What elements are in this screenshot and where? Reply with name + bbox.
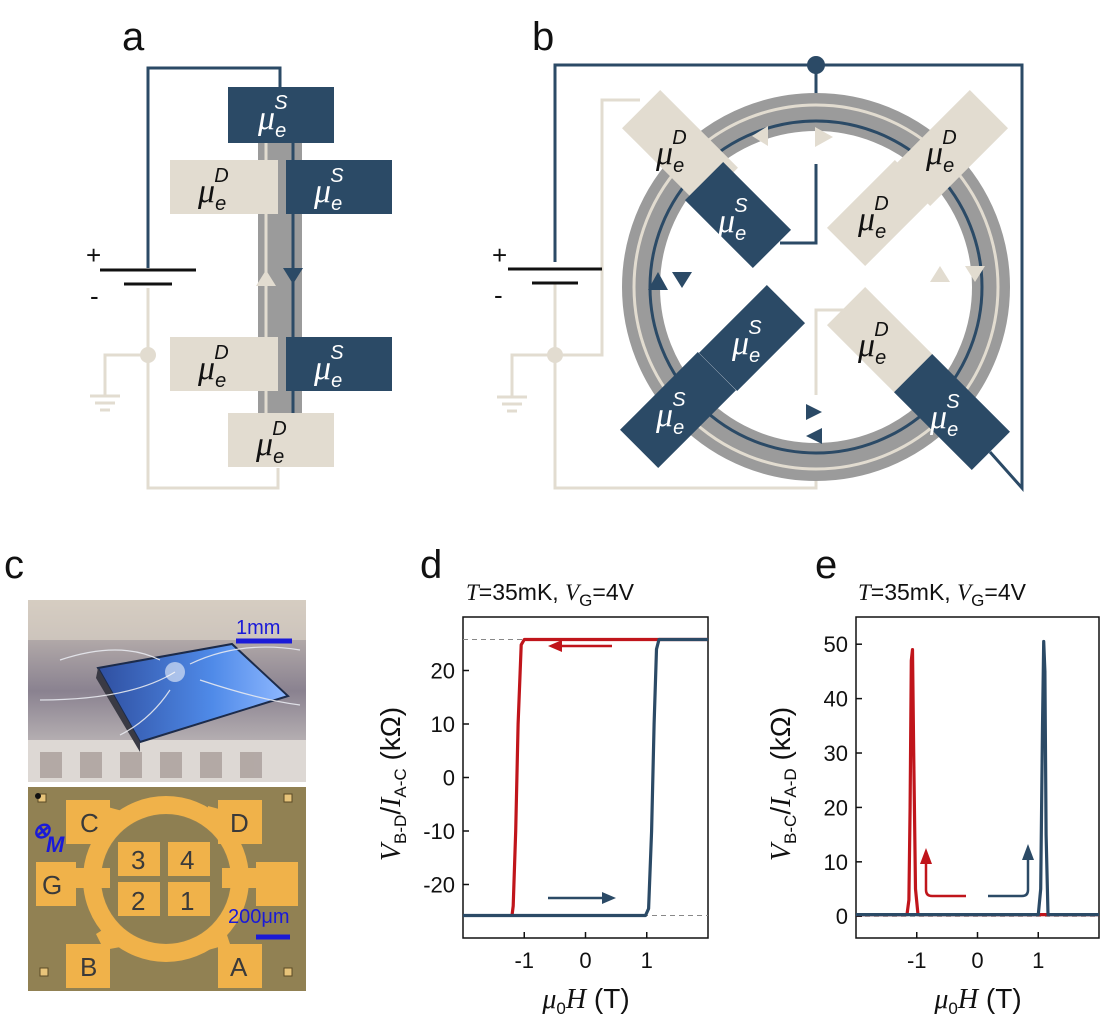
panel-b: b + -: [492, 15, 1024, 492]
panel-label-c: c: [4, 543, 24, 587]
chart-d-title: T=35mK, VG=4V: [466, 579, 635, 610]
panel-label-d: d: [420, 543, 442, 587]
wire-ground: [103, 288, 280, 490]
e-ytick-label-2: 30: [824, 741, 848, 766]
d-ytick-label-4: -20: [423, 873, 455, 898]
ground-symbol: [90, 394, 120, 412]
photo-device: C D G B A 3 4 2 1 ⊗ M 200μm: [28, 787, 306, 991]
battery-b: + -: [492, 240, 602, 310]
d-xtick-label-2: 1: [641, 948, 653, 973]
pad-right: [256, 862, 298, 906]
contact-2: 2: [131, 886, 145, 916]
ground-node: [140, 347, 156, 363]
edge-arrow-down: [283, 268, 303, 284]
chart-e: e T=35mK, VG=4V -1 0 1 50 40 30 20 10 0 VB-C/IA-…: [765, 543, 1100, 1018]
contact-4: 4: [180, 845, 194, 875]
edge-arrow-up: [256, 270, 276, 286]
contact-B: B: [80, 952, 97, 982]
panel-c: c 1mm: [4, 543, 306, 991]
scale-label-bottom: 200μm: [228, 906, 290, 928]
chart-d-xlabel: μ0H (T): [541, 983, 629, 1018]
electrode-drain-bottom: [228, 413, 334, 468]
contact-C: C: [80, 808, 99, 838]
e-series-up: [856, 639, 1099, 917]
magnetization-symbol: ⊗: [32, 818, 51, 843]
d-xtick-label-0: -1: [514, 948, 534, 973]
d-ytick-label-1: 10: [431, 712, 455, 737]
electrode-source-right-top: [286, 160, 392, 215]
pad-G: [36, 862, 76, 906]
e-xtick-label-0: -1: [907, 948, 927, 973]
contact-D: D: [230, 808, 249, 838]
source-node-b: [807, 56, 825, 74]
e-ytick-label-0: 50: [824, 632, 848, 657]
chart-e-xlabel: μ0H (T): [933, 983, 1021, 1018]
d-ytick-label-3: -10: [423, 819, 455, 844]
battery-a: + -: [86, 240, 196, 311]
electrode-source-right-bottom: [286, 337, 392, 392]
wire-ground-b: [510, 98, 818, 490]
chart-e-arrow-down: [924, 862, 966, 898]
e-ytick-label-3: 20: [824, 795, 848, 820]
chart-e-ylabel: VB-C/IA-D (kΩ): [765, 707, 800, 861]
e-ytick-label-4: 10: [824, 850, 848, 875]
d-series-up: [463, 637, 708, 918]
photo-sample: 1mm: [28, 600, 306, 782]
wire-source: [146, 66, 282, 268]
e-ytick-label-5: 0: [836, 904, 848, 929]
svg-text:-: -: [90, 281, 99, 311]
chart-d-ylabel: VB-D/IA-C (kΩ): [375, 707, 410, 861]
magnetization-label: M: [46, 832, 65, 857]
panel-label-b: b: [532, 15, 554, 59]
wire-source-b: [553, 63, 1024, 492]
electrode-source-top: [228, 87, 334, 143]
ring-channel: [622, 93, 1010, 481]
scale-label-top: 1mm: [236, 617, 280, 639]
pad-B: [66, 944, 110, 988]
pad-D: [218, 800, 262, 844]
contact-3: 3: [131, 845, 145, 875]
d-ytick-label-2: 0: [443, 766, 455, 791]
d-ytick-label-0: 20: [431, 659, 455, 684]
svg-text:+: +: [86, 240, 101, 270]
panel-label-e: e: [815, 543, 837, 587]
d-xtick-label-1: 0: [579, 948, 591, 973]
e-xtick-label-2: 1: [1032, 948, 1044, 973]
contact-A: A: [230, 952, 248, 982]
ground-symbol-b: [497, 395, 527, 413]
contact-1: 1: [180, 886, 194, 916]
panel-a: a + -: [86, 15, 392, 490]
pad-A: [218, 944, 262, 988]
e-ytick-label-1: 40: [824, 687, 848, 712]
pad-C: [66, 800, 110, 844]
electrode-drain-left-top: [170, 160, 278, 215]
svg-text:+: +: [492, 240, 507, 270]
chart-e-frame: [855, 616, 1100, 939]
d-series-down: [510, 637, 708, 916]
chart-d-frame: [462, 616, 709, 939]
contact-G: G: [42, 870, 62, 900]
chart-e-arrow-up: [988, 858, 1030, 898]
chart-e-title: T=35mK, VG=4V: [858, 579, 1027, 610]
svg-text:-: -: [494, 280, 503, 310]
panel-label-a: a: [122, 15, 145, 59]
e-series-down: [856, 647, 1099, 917]
electrode-drain-left-bottom: [170, 337, 278, 392]
e-xtick-label-1: 0: [971, 948, 983, 973]
